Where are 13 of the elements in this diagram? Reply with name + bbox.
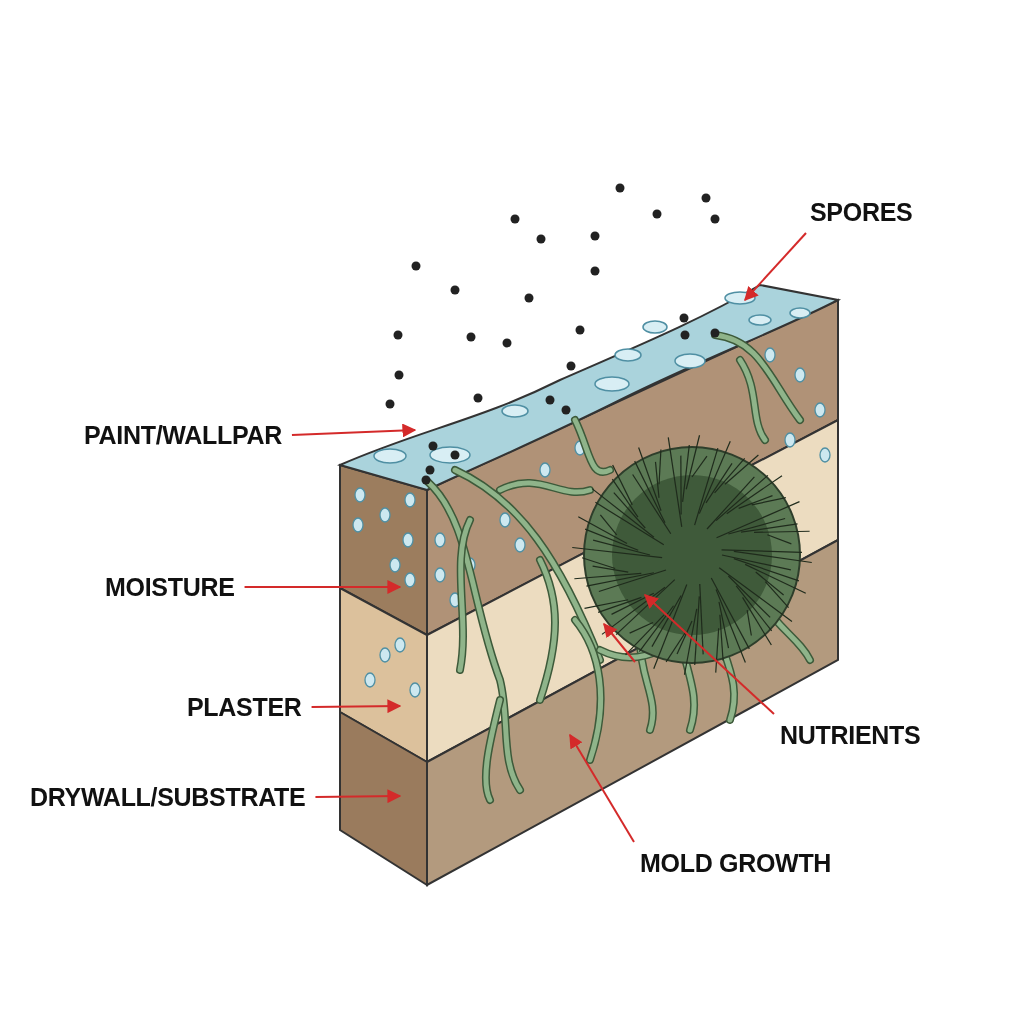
- leader-line: [310, 699, 402, 714]
- part-label: SPORES: [810, 197, 913, 227]
- leader-line: [314, 789, 402, 804]
- part-label: PLASTER: [187, 692, 302, 722]
- part-label: MOISTURE: [105, 572, 235, 602]
- leader-line: [243, 580, 402, 594]
- leader-line: [569, 733, 635, 843]
- leader-line: [290, 423, 417, 438]
- part-label: DRYWALL/SUBSTRATE: [30, 782, 306, 812]
- part-label: NUTRIENTS: [780, 720, 921, 750]
- leader-line: [744, 232, 807, 302]
- part-label: PAINT/WALLPAR: [84, 420, 282, 450]
- part-label: MOLD GROWTH: [640, 848, 832, 878]
